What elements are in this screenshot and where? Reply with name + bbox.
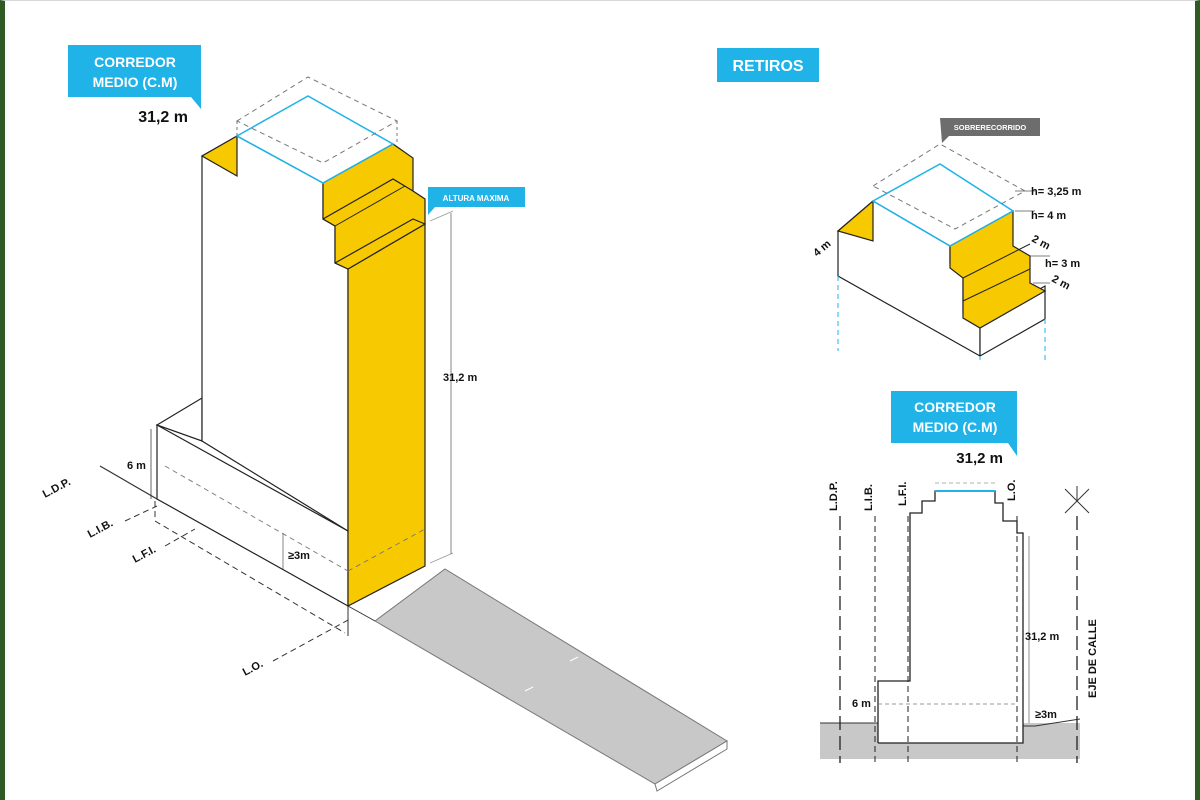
dim-tick bbox=[429, 552, 454, 564]
step-line bbox=[334, 218, 426, 264]
section-lo-label: L.O. bbox=[1006, 480, 1018, 501]
sobrerecorrido-tag: SOBRERECORRIDO bbox=[940, 118, 1040, 143]
section-building-profile bbox=[877, 490, 1024, 744]
section-height-value: 31,2 m bbox=[956, 450, 1003, 467]
diagram-canvas: L.D.P. L.I.B. L.F.I. L.O. 6 m ≥3m 31,2 m… bbox=[41, 45, 1099, 792]
dim-h325: h= 3,25 m bbox=[1031, 186, 1082, 198]
setback-dashed bbox=[347, 528, 426, 572]
roof-outline bbox=[235, 95, 395, 184]
lfi-line bbox=[164, 528, 196, 547]
isometric-building-view: L.D.P. L.I.B. L.F.I. L.O. 6 m ≥3m 31,2 m… bbox=[41, 45, 728, 792]
altura-maxima-tag: ALTURA MAXIMA bbox=[428, 187, 525, 215]
retiros-detail-view: SOBRERECORRIDO h= 3,25 m h= 4 m 2 m h= 3… bbox=[811, 118, 1082, 363]
lfi-dashed bbox=[154, 501, 346, 634]
sidewalk-mark bbox=[524, 686, 534, 692]
base-height-label: 6 m bbox=[127, 460, 146, 472]
step-line bbox=[322, 178, 414, 220]
section-eje-label: EJE DE CALLE bbox=[1087, 619, 1099, 698]
section-ldp-label: L.D.P. bbox=[828, 481, 840, 511]
detail-roof-outline bbox=[871, 163, 1015, 247]
step-line bbox=[334, 185, 406, 227]
tag-line1: CORREDOR bbox=[94, 54, 176, 70]
corredor-medio-tag: CORREDOR MEDIO (C.M) bbox=[68, 45, 201, 109]
section-tag-line1: CORREDOR bbox=[914, 399, 996, 415]
sidewalk-edge bbox=[347, 605, 376, 622]
section-dim-height: 31,2 m bbox=[1025, 631, 1059, 643]
altura-maxima-label: ALTURA MAXIMA bbox=[443, 194, 510, 203]
sidewalk-mark bbox=[569, 656, 579, 662]
sidewalk-strip bbox=[374, 568, 728, 785]
lo-label: L.O. bbox=[241, 658, 266, 679]
section-tag-line2: MEDIO (C.M) bbox=[913, 419, 998, 435]
ldp-label: L.D.P. bbox=[41, 476, 73, 501]
dim-tick bbox=[429, 210, 454, 222]
retiros-title-tag: RETIROS bbox=[717, 48, 819, 82]
retiros-title: RETIROS bbox=[732, 58, 803, 75]
ldp-line bbox=[99, 465, 158, 500]
tower-height-label: 31,2 m bbox=[443, 372, 477, 384]
dim-h3: h= 3 m bbox=[1045, 258, 1080, 270]
section-dim-setback: ≥3m bbox=[1035, 709, 1057, 721]
detail-corner-yellow bbox=[836, 199, 874, 242]
dim-2m-a: 2 m bbox=[1030, 233, 1053, 253]
lib-line bbox=[124, 505, 158, 522]
section-corredor-tag: CORREDOR MEDIO (C.M) bbox=[891, 391, 1017, 456]
lib-label: L.I.B. bbox=[86, 517, 115, 540]
tag-height-value: 31,2 m bbox=[138, 109, 188, 126]
dim-2m-b: 2 m bbox=[1050, 273, 1073, 293]
tag-line2: MEDIO (C.M) bbox=[93, 74, 178, 90]
corner-setback-yellow bbox=[200, 134, 238, 178]
sidewalk-curb bbox=[654, 740, 728, 792]
section-dim-base: 6 m bbox=[852, 698, 871, 710]
detail-step-line bbox=[962, 268, 1031, 302]
dim-h4: h= 4 m bbox=[1031, 210, 1066, 222]
sobrerecorrido-label: SOBRERECORRIDO bbox=[954, 123, 1027, 132]
detail-steps-yellow bbox=[949, 209, 1047, 329]
section-lfi-label: L.F.I. bbox=[897, 482, 909, 506]
lfi-label: L.F.I. bbox=[131, 544, 158, 566]
setback-dashed bbox=[164, 465, 349, 572]
detail-step-line bbox=[962, 243, 1031, 279]
lo-line bbox=[272, 618, 351, 662]
section-lib-label: L.I.B. bbox=[863, 484, 875, 511]
eje-symbol bbox=[1064, 486, 1090, 514]
section-view: CORREDOR MEDIO (C.M) 31,2 m L.D.P. L.I.B… bbox=[820, 391, 1099, 763]
dim-side-4m: 4 m bbox=[811, 238, 833, 260]
tower-right-face-yellow bbox=[347, 222, 426, 607]
setback-label: ≥3m bbox=[288, 550, 310, 562]
